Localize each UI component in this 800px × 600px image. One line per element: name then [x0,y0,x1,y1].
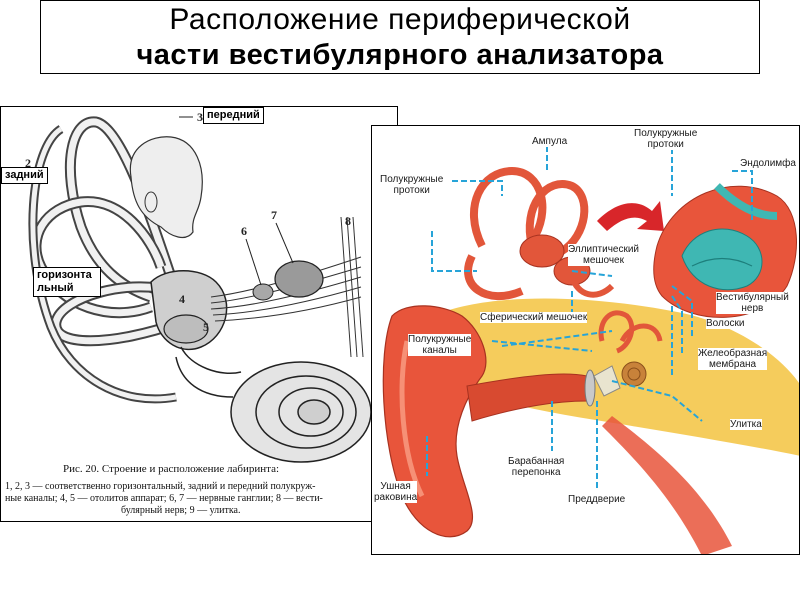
label-gel-membrane-line-2: мембрана [708,359,757,370]
number-7: 7 [271,208,277,222]
number-4: 4 [179,292,185,306]
zoom-arrow [597,201,664,231]
number-2: 2 [25,156,31,170]
label-ampulla: Ампула [532,136,568,147]
caption-line-4: булярный нерв; 9 — улитка. [121,505,241,516]
title-line-2: части вестибулярного анализатора [136,39,664,71]
label-utricle-line-1: Эллиптический [568,244,640,255]
label-cochlea: Улитка [730,419,762,430]
label-tympanic: Барабанная перепонка [508,456,565,478]
label-vestibule: Преддверие [568,494,626,505]
label-canals-top: Полукружные протоки [634,128,698,150]
head-silhouette [129,136,203,239]
label-gel-membrane: Желеобразная мембрана [698,348,768,370]
caption-line-2: 1, 2, 3 — соответственно горизонтальный,… [5,481,316,492]
labyrinth-drawing: 3 2 1 4 5 6 7 8 [25,110,372,463]
label-semicircular-canals-line-1: Полукружные [408,334,472,345]
label-semicircular-canals-line-2: каналы [422,345,457,356]
label-auricle-line-1: Ушная [380,481,411,492]
caption-line-3: ные каналы; 4, 5 — отолитов аппарат; 6, … [5,493,323,504]
label-utricle: Эллиптический мешочек [568,244,640,266]
label-canals-left: Полукружные протоки [380,174,444,196]
ganglion-6 [252,283,274,301]
label-vestibular-nerve-line-1: Вестибулярный [716,292,789,303]
label-canals-left-line-2: протоки [393,185,430,196]
inner-ear-small [598,310,663,387]
number-3: 3 [197,110,203,124]
tag-posterior: задний [1,167,48,184]
label-canals-left-line-1: Полукружные [380,174,444,185]
number-5: 5 [203,320,209,334]
cochlea-drawing [175,346,372,463]
tag-horizontal-line-2: льный [37,282,74,294]
label-utricle-line-2: мешочек [583,255,624,266]
caption-line-1: Рис. 20. Строение и расположение лабирин… [63,463,280,475]
label-canals-top-line-2: протоки [647,139,684,150]
eardrum [584,369,596,407]
label-semicircular-canals: Полукружные каналы [408,334,472,356]
ear-figure-panel: Ампула Полукружные протоки Полукружные п… [371,125,800,555]
label-vestibular-nerve: Вестибулярный нерв [716,292,789,314]
label-vestibular-nerve-line-2: нерв [741,303,764,314]
label-saccule: Сферический мешочек [480,312,588,323]
labyrinth-closeup [464,166,615,300]
title-box: Расположение периферической части вестиб… [40,0,760,74]
label-endolymph: Эндолимфа [740,158,796,169]
tag-horizontal: горизонта льный [33,267,101,297]
label-auricle: Ушная раковина [374,481,418,503]
label-auricle-line-2: раковина [374,492,418,503]
title-line-1: Расположение периферической [169,3,631,36]
ganglion-7 [274,260,324,298]
label-gel-membrane-line-1: Желеобразная [698,348,768,359]
label-tympanic-line-1: Барабанная [508,456,565,467]
number-8: 8 [345,214,351,228]
ampulla-crosssection [653,183,797,318]
tag-horizontal-line-1: горизонта [37,269,92,281]
label-tympanic-line-2: перепонка [511,467,561,478]
label-hairs: Волоски [706,318,745,329]
auricle [382,305,487,538]
labyrinth-figure-panel: 3 2 1 4 5 6 7 8 передний задний горизонт… [0,106,398,522]
number-6: 6 [241,224,247,238]
ear-drawing [382,145,799,554]
tag-anterior: передний [203,107,264,124]
label-canals-top-line-1: Полукружные [634,128,698,139]
